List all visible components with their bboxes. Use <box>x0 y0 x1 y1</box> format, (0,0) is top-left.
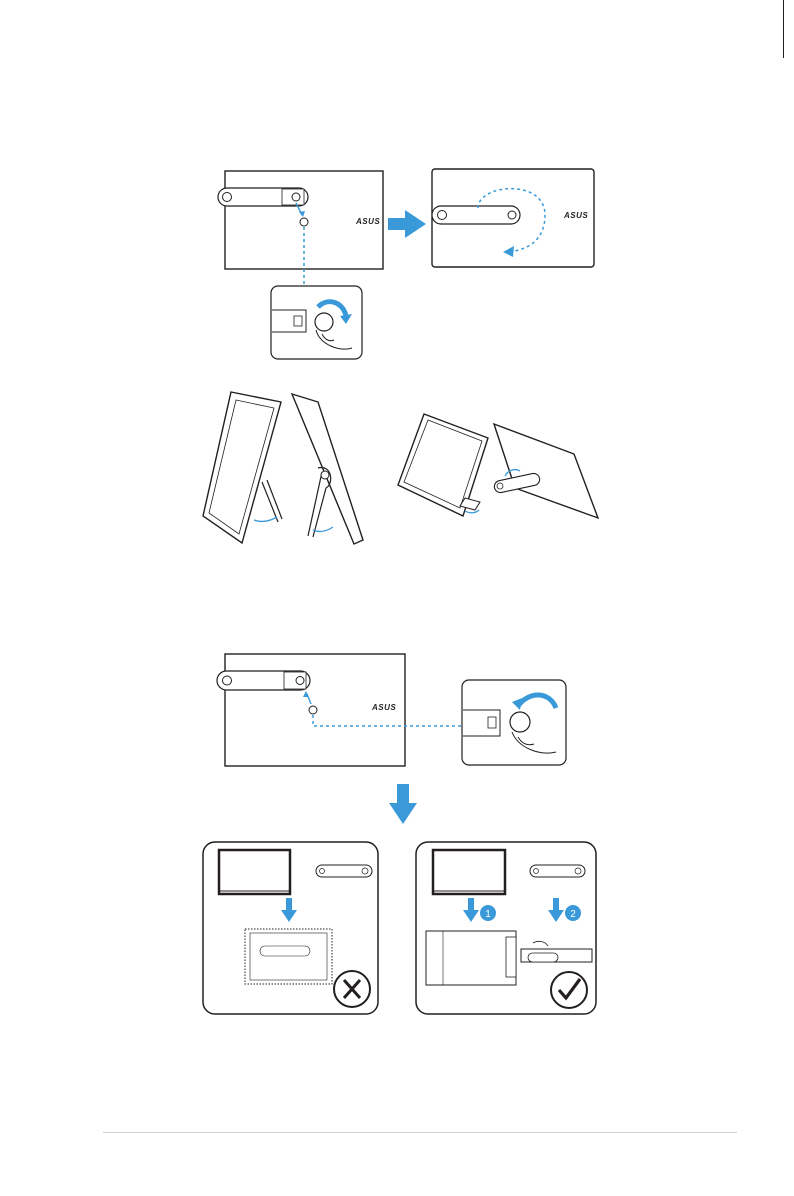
zoom-inset-loosen <box>462 680 566 765</box>
zoom-inset-tighten <box>271 286 362 359</box>
brand-logo-3: ASUS <box>371 703 396 712</box>
brand-logo: ASUS <box>355 217 380 226</box>
footer-rule <box>103 1132 737 1133</box>
monitor-back-left: ASUS <box>218 171 383 269</box>
illustration-stand-install: ASUS ASUS <box>0 0 794 380</box>
monitor-back-angled-view <box>493 424 598 518</box>
arrow-right-icon <box>388 210 426 238</box>
illustration-standing-monitors <box>0 380 794 550</box>
monitor-side-view <box>292 394 363 544</box>
arrow-down-icon <box>389 784 417 824</box>
illustration-stand-remove: ASUS <box>0 640 794 840</box>
step-badge-2: 2 <box>565 905 581 921</box>
svg-text:1: 1 <box>485 909 491 920</box>
monitor-landscape-view <box>398 414 488 516</box>
check-icon <box>551 972 587 1008</box>
cross-icon <box>334 971 370 1007</box>
step-badge-1: 1 <box>480 905 496 921</box>
panel-wrong <box>203 842 378 1014</box>
panel-right: 1 2 <box>416 842 596 1014</box>
illustration-storage: 1 2 <box>0 838 794 1028</box>
monitor-back-right: ASUS <box>432 169 594 267</box>
svg-text:2: 2 <box>570 909 576 920</box>
monitor-back-remove: ASUS <box>217 654 405 766</box>
monitor-front-view <box>203 392 282 543</box>
brand-logo-2: ASUS <box>563 211 588 220</box>
